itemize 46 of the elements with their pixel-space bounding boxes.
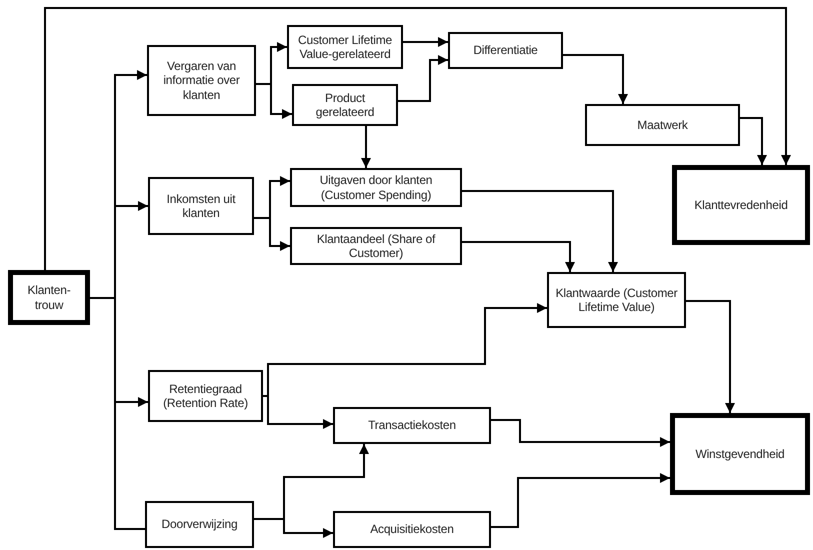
node-text: Doorverwijzing [162,517,238,532]
arrow [254,518,333,538]
outcome-box [672,165,810,245]
arrow [263,395,333,429]
process-box [290,168,462,207]
arrow [491,473,670,528]
node-text: Acquisitiekosten [370,522,454,537]
arrow [740,117,767,165]
arrow [563,54,628,104]
process-box [448,32,563,69]
arrow [462,190,618,272]
arrow [256,83,292,119]
process-box [145,501,254,548]
arrow [361,126,371,168]
node-text: Vergaren van informatie over klanten [162,58,241,102]
node-text: Transactiekosten [368,418,456,433]
node-text: Inkomsten uit klanten [166,192,236,220]
node-text: Maatwerk [637,118,688,132]
arrow [44,7,791,270]
outcome-box [8,270,90,325]
process-box [287,25,403,69]
process-box [585,104,740,146]
node-text: Klantaandeel (Share of Customer) [316,232,436,260]
node-text: Winstgevendheid [695,446,785,462]
node-text: Klanttevredenheid [694,198,788,212]
arrow [403,37,448,47]
node-text: Differentiatie [473,43,538,58]
process-box [333,511,491,548]
node-text: Retentiegraad (Retention Rate) [162,382,249,410]
process-box [147,45,256,116]
arrow [491,419,670,447]
process-box [333,407,491,444]
node-text: Klanten- trouw [26,283,72,312]
process-box [292,84,398,126]
node-text: Product gerelateerd [314,90,376,120]
arrow [462,241,575,272]
node-text: Uitgaven door klanten (Customer Spending) [318,173,434,202]
process-box [547,272,686,328]
arrow [398,55,448,102]
process-box [290,227,462,265]
process-box [148,177,254,235]
outcome-box [670,413,810,495]
process-box [148,370,263,422]
arrow [686,300,735,413]
node-text: Customer Lifetime Value-gerelateerd [297,32,393,62]
node-text: Klantwaarde (Customer Lifetime Value) [554,286,678,314]
